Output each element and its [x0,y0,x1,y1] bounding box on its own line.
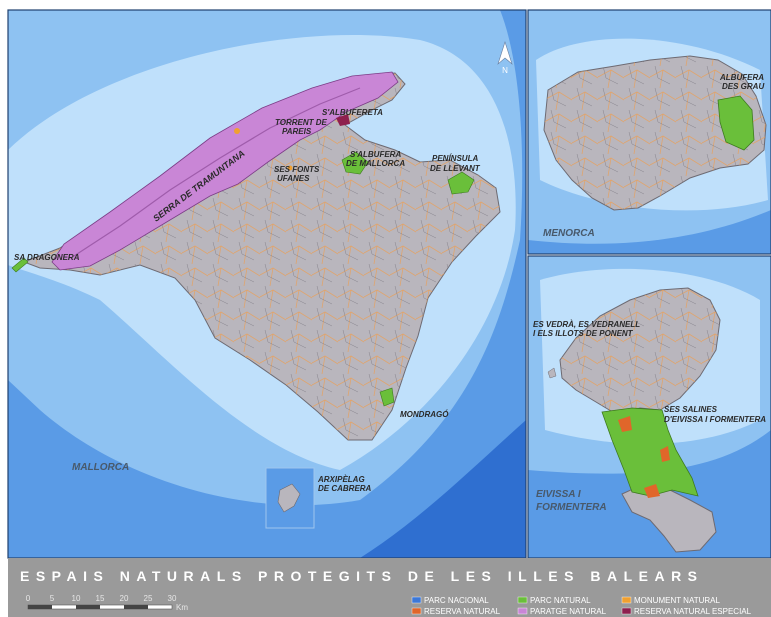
scale-unit: Km [176,603,188,612]
scale-tick-10: 10 [72,594,81,603]
scale-tick-25: 25 [144,594,153,603]
paratge-serra-de-tramuntana [51,71,399,271]
scale-tick-15: 15 [96,594,105,603]
label-vedra-2: I ELS ILLOTS DE PONENT [533,329,634,338]
tramuntana-ridge [73,87,361,257]
scale-tick-30: 30 [168,594,177,603]
legend-swatch-parc-natural [517,596,528,604]
mallorca-panel: N TORRENT DE PAREIS S'ALBUFERETA S'ALBUF… [8,10,526,558]
label-cabrera-1: ARXIPÈLAG [317,475,365,484]
label-ses-salines-2: D'EIVISSA I FORMENTERA [664,415,766,424]
monument-torrent-de-pareis [234,128,240,134]
scale-tick-20: 20 [120,594,129,603]
legend-swatch-parc-nacional [411,596,422,604]
legend-swatch-monument-natural [621,596,632,604]
legend-monument-natural: MONUMENT NATURAL [634,596,720,605]
north-arrow-icon: N [497,41,513,75]
scale-bar-segment-2 [76,605,100,609]
parc-peninsula-de-llevant [447,171,475,195]
label-salbufera-2: DE MALLORCA [346,159,405,168]
reserva-ses-salines-3 [644,484,660,498]
scale-bar: 0 5 10 15 20 25 30 Km [26,594,189,612]
north-label: N [502,66,508,75]
parc-salbufera [341,151,369,175]
eivissa-road-network [560,288,720,414]
es-vedra-islet [547,367,557,379]
mallorca-road-network [24,73,500,440]
legend: PARC NACIONAL RESERVA NATURAL PARC NATUR… [411,596,752,616]
eivissa-panel: ES VEDRÀ, ES VEDRANELL I ELS ILLOTS DE P… [528,256,771,558]
menorca-frame [527,9,771,255]
parc-albufera-des-grau [717,95,755,151]
reserva-ses-salines-1 [618,416,632,432]
scale-tick-0: 0 [26,594,31,603]
scale-bar-segment-3 [124,605,148,609]
label-torrent-de-pareis-1: TORRENT DE [275,118,328,127]
monument-ses-fonts-ufanes [287,165,293,171]
label-llevant-1: PENÍNSULA [432,154,478,163]
legend-parc-natural: PARC NATURAL [530,596,591,605]
menorca-panel: ALBUFERA DES GRAU MENORCA [528,10,771,254]
label-albufera-des-grau-2: DES GRAU [722,82,764,91]
menorca-road-network [544,56,766,210]
label-vedra-1: ES VEDRÀ, ES VEDRANELL [533,320,640,329]
label-cabrera-2: DE CABRERA [318,484,372,493]
parc-mondrago [379,387,395,407]
region-label-eivissa-2: FORMENTERA [536,502,607,513]
scale-tick-5: 5 [50,594,55,603]
label-mondrago: MONDRAGÓ [400,410,449,419]
legend-parc-nacional: PARC NACIONAL [424,596,489,605]
map-title: ESPAIS NATURALS PROTEGITS DE LES ILLES B… [20,568,704,584]
parc-sa-dragonera [11,257,29,273]
legend-paratge-natural: PARATGE NATURAL [530,607,607,616]
region-label-mallorca: MALLORCA [72,462,129,473]
region-label-eivissa-1: EIVISSA I [536,489,581,500]
footer: ESPAIS NATURALS PROTEGITS DE LES ILLES B… [8,558,771,617]
label-ses-fonts-1: SES FONTS [274,165,320,174]
legend-reserva-natural: RESERVA NATURAL [424,607,501,616]
legend-swatch-reserva-natural-especial [621,607,632,615]
label-ses-salines-1: SES SALINES [664,405,718,414]
scale-bar-segment-1 [28,605,52,609]
legend-swatch-paratge-natural [517,607,528,615]
label-ses-fonts-2: UFANES [277,174,310,183]
region-label-menorca: MENORCA [543,228,595,239]
legend-swatch-reserva-natural [411,607,422,615]
cabrera-island [277,483,301,513]
label-sa-dragonera: SA DRAGONERA [14,253,80,262]
reserva-ses-salines-2 [660,446,670,462]
label-torrent-de-pareis-2: PAREIS [282,127,312,136]
reserva-salbufereta [336,114,350,126]
label-salbufera-1: S'ALBUFERA [350,150,401,159]
label-llevant-2: DE LLEVANT [430,164,481,173]
label-albufera-des-grau-1: ALBUFERA [719,73,764,82]
legend-reserva-natural-especial: RESERVA NATURAL ESPECIAL [634,607,752,616]
label-salbufereta: S'ALBUFERETA [322,108,383,117]
